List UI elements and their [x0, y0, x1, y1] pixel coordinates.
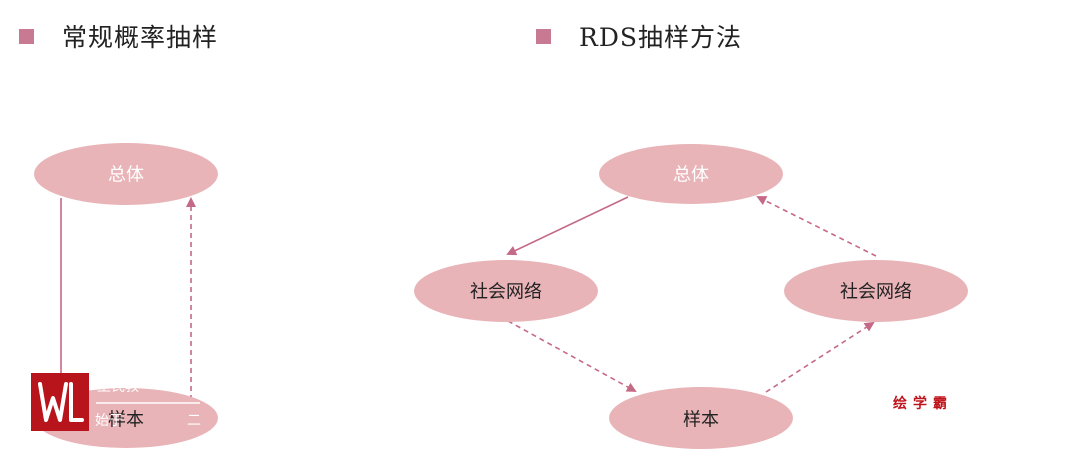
network-to-sample-edge — [507, 320, 637, 392]
network-to-population-edge — [756, 196, 877, 257]
left-population-label: 总体 — [108, 165, 144, 186]
heading-rds-text: RDS抽样方法 — [579, 23, 742, 52]
left-sample-label: 样本 — [108, 410, 144, 431]
left-network-label: 社会网络 — [470, 282, 542, 303]
watermark-logo — [31, 373, 89, 431]
square-bullet-icon — [19, 28, 34, 44]
right-population-node — [599, 144, 783, 204]
watermark-line1: 王氏教 — [97, 379, 139, 395]
right-population-label: 总体 — [673, 165, 709, 186]
brand-watermark: 绘学霸 — [893, 396, 953, 412]
right-network-node — [784, 260, 968, 322]
right-network-label: 社会网络 — [840, 282, 912, 303]
right-sample-node — [609, 387, 793, 449]
left-network-node — [414, 260, 598, 322]
square-bullet-icon — [536, 28, 551, 44]
heading-conventional: 常规概率抽样 — [19, 18, 218, 54]
heading-conventional-text: 常规概率抽样 — [62, 23, 219, 52]
population-to-network-edge — [506, 196, 629, 256]
left-population-node — [34, 143, 218, 205]
w-logo-icon — [38, 382, 84, 422]
heading-rds: RDS抽样方法 — [536, 18, 742, 54]
watermark-line2: 始于 — [95, 413, 123, 429]
right-sample-label: 样本 — [683, 410, 719, 431]
watermark-line2b: 二 — [187, 413, 201, 429]
right-diagram: 总体 社会网络 社会网络 样本 — [414, 144, 968, 449]
watermark: 王氏教 始于 二 — [31, 373, 201, 431]
sample-to-network-edge — [765, 321, 875, 393]
